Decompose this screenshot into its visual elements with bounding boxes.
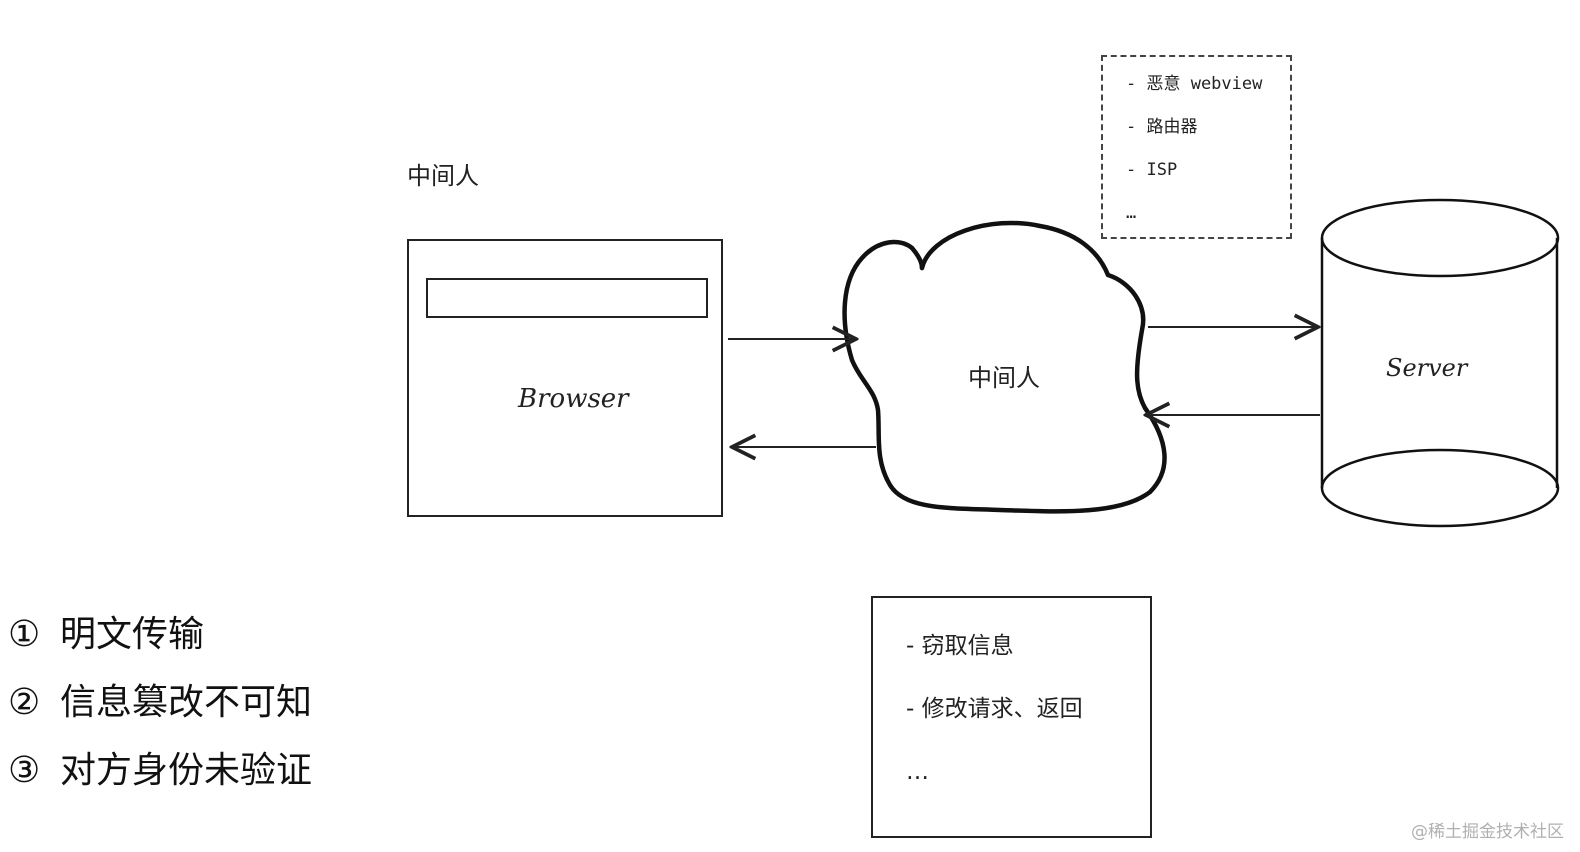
list-item: - 窃取信息 bbox=[906, 633, 1014, 659]
server-label: Server bbox=[1386, 354, 1468, 382]
list-item: - 恶意 webview bbox=[1126, 74, 1263, 94]
numbered-issue-list: ① 明文传输 ② 信息篡改不可知 ③ 对方身份未验证 bbox=[8, 610, 312, 814]
cloud-shape bbox=[842, 220, 1167, 514]
dashed-note-list: - 恶意 webview - 路由器 - ISP … bbox=[1126, 70, 1262, 242]
solid-note-list: - 窃取信息 - 修改请求、返回 … bbox=[906, 628, 1083, 817]
item-text: 对方身份未验证 bbox=[60, 750, 313, 791]
list-item: ② 信息篡改不可知 bbox=[8, 678, 312, 746]
cylinder-bottom bbox=[1320, 448, 1560, 528]
list-item: - ISP bbox=[1126, 160, 1178, 180]
cloud-label: 中间人 bbox=[968, 364, 1040, 392]
item-number: ① bbox=[8, 614, 41, 655]
list-item: - 路由器 bbox=[1126, 117, 1198, 137]
watermark: @稀土掘金技术社区 bbox=[1411, 822, 1564, 842]
item-number: ③ bbox=[8, 750, 41, 791]
dashed-note-box bbox=[1101, 55, 1292, 239]
browser-label: Browser bbox=[518, 384, 629, 414]
cylinder-top bbox=[1320, 198, 1560, 278]
browser-address-bar bbox=[426, 278, 708, 318]
solid-note-box bbox=[871, 596, 1152, 838]
list-item: ① 明文传输 bbox=[8, 610, 312, 678]
item-text: 信息篡改不可知 bbox=[60, 682, 313, 723]
item-number: ② bbox=[8, 682, 41, 723]
list-item: … bbox=[1126, 203, 1137, 223]
cylinder-body bbox=[1320, 238, 1559, 488]
top-label: 中间人 bbox=[407, 162, 479, 190]
list-item: - 修改请求、返回 bbox=[906, 696, 1083, 722]
item-text: 明文传输 bbox=[60, 614, 205, 655]
cloud-curl bbox=[909, 245, 925, 271]
list-item: ③ 对方身份未验证 bbox=[8, 746, 312, 814]
list-item: … bbox=[906, 759, 929, 785]
